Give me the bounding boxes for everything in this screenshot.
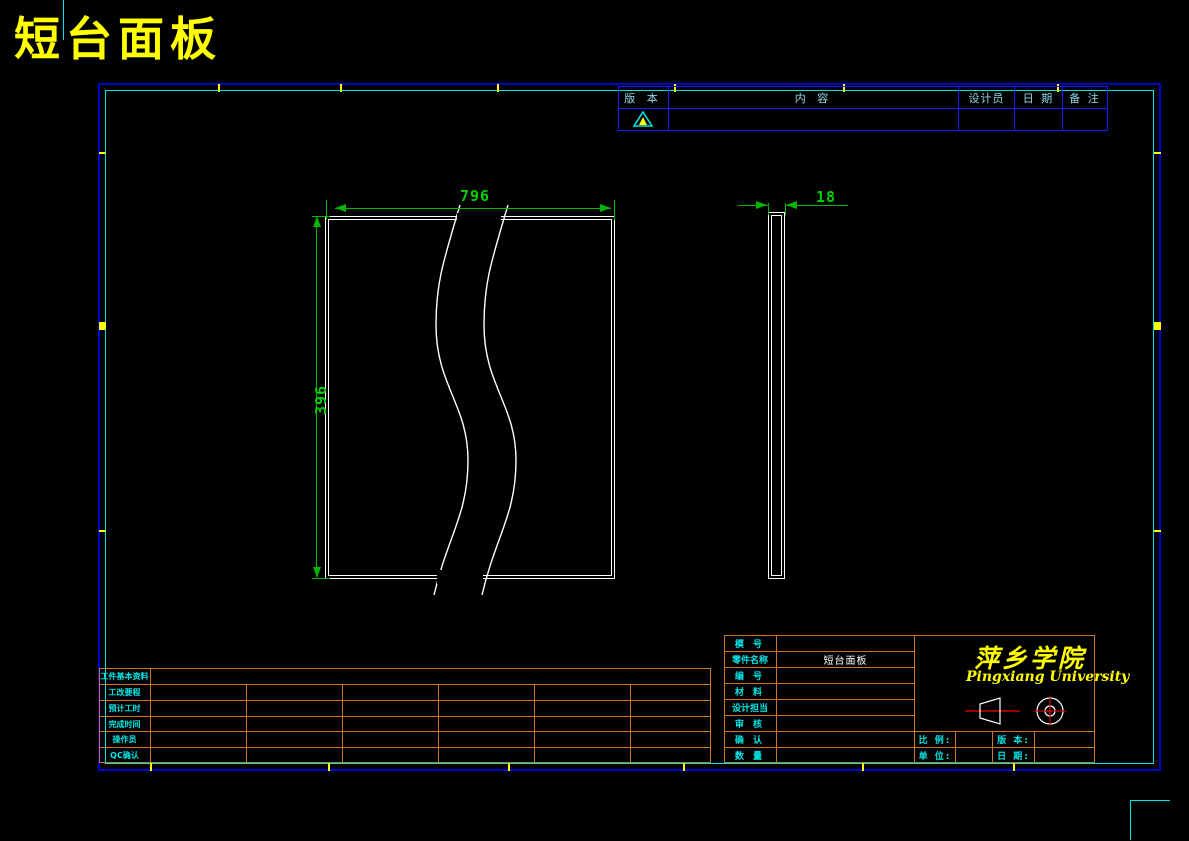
thickness-ext-line-right — [785, 203, 786, 215]
height-dim-arrow-bottom — [313, 567, 321, 578]
height-dim-arrow-top — [313, 216, 321, 227]
registration-tick — [1013, 763, 1015, 771]
page-title: 短台面板 — [14, 12, 222, 66]
revision-header-designer: 设计员 — [968, 91, 1005, 105]
title-field-value-designer — [777, 700, 914, 715]
revision-header-date: 日 期 — [1022, 91, 1055, 105]
title-field-value-part-name: 短台面板 — [823, 656, 868, 667]
title-field-label-unit: 单 位: — [918, 751, 952, 762]
title-field-label-quantity: 数 量 — [734, 751, 766, 762]
revision-header-version: 版 本 — [624, 91, 662, 105]
registration-tick — [328, 763, 330, 771]
title-field-label-date: 日 期: — [997, 751, 1030, 762]
break-gap-mask-bottom — [437, 570, 483, 584]
title-field-label-version: 版 本: — [997, 736, 1030, 746]
process-label-basic-info: 工件基本资料 — [100, 672, 149, 681]
registration-tick — [150, 763, 152, 771]
title-field-label-material: 材 料 — [734, 688, 766, 698]
registration-tick — [340, 84, 342, 92]
thickness-dimension-value: 18 — [816, 188, 837, 206]
title-field-label-part-name: 零件名称 — [731, 656, 768, 666]
title-field-value-version — [1035, 732, 1094, 747]
registration-tick — [218, 84, 220, 92]
width-dimension-line — [335, 208, 611, 209]
registration-tick — [683, 763, 685, 771]
third-angle-projection-icon — [962, 695, 1092, 727]
registration-tick — [99, 152, 106, 154]
registration-tick — [99, 322, 106, 330]
title-field-label-designer: 设计担当 — [731, 704, 768, 714]
registration-tick — [497, 84, 499, 92]
thickness-dim-line-right — [786, 205, 848, 206]
registration-tick — [99, 530, 106, 532]
revision-table: 版 本 内 容 设计员 日 期 备 注 — [618, 86, 1108, 131]
process-label-operator: 操作员 — [112, 735, 137, 744]
thickness-ext-line-left — [768, 203, 769, 215]
title-field-value-quantity — [777, 748, 914, 762]
break-line-curves — [433, 205, 517, 595]
height-dimension-line — [316, 219, 317, 577]
university-logo-en: Pingxiang University — [966, 669, 1130, 685]
thickness-dim-arrow-right — [786, 201, 797, 209]
title-field-value-scale — [956, 732, 992, 747]
sheet-border-inner — [105, 90, 1154, 764]
width-dim-arrow-left — [335, 204, 346, 212]
thickness-dim-line-left — [738, 205, 768, 206]
thickness-dim-arrow-left — [756, 201, 767, 209]
title-field-label-scale: 比 例: — [918, 736, 952, 746]
height-ext-line-bottom — [312, 578, 330, 579]
height-dimension-value: 396 — [312, 384, 330, 415]
side-view-outline — [768, 212, 785, 579]
process-label-qc-confirm: QC确认 — [110, 750, 139, 760]
corner-registration-mark — [1130, 800, 1170, 840]
title-field-value-unit — [956, 748, 992, 762]
break-gap-mask-top — [457, 213, 501, 225]
title-field-label-confirm: 确 认 — [734, 736, 766, 746]
side-view-inner-outline — [771, 215, 782, 576]
title-field-label-code: 编 号 — [734, 672, 766, 682]
registration-tick — [1154, 530, 1161, 532]
registration-tick — [508, 763, 510, 771]
revision-header-content: 内 容 — [794, 91, 833, 105]
width-dimension-value: 796 — [460, 187, 491, 205]
title-field-value-material — [777, 684, 914, 699]
process-table: 工件基本资料 工改要程 预计工时 完成时间 操作员 QC确认 — [99, 668, 711, 763]
registration-tick — [1154, 152, 1161, 154]
width-dim-arrow-right — [600, 204, 611, 212]
revision-header-remark: 备 注 — [1069, 91, 1101, 105]
width-ext-line-left — [326, 200, 327, 220]
registration-tick — [674, 84, 676, 92]
title-field-value-date — [1035, 748, 1094, 762]
revision-triangle-icon — [632, 110, 654, 127]
process-label-process: 工改要程 — [108, 688, 141, 697]
sheet-border-outer — [98, 83, 1161, 771]
height-ext-line-top — [312, 216, 330, 217]
title-field-value-code — [777, 668, 914, 683]
registration-tick — [843, 84, 845, 92]
university-logo-cn: 萍乡学院 — [974, 644, 1087, 673]
title-block: 模 号 零件名称 编 号 材 料 设计担当 审 核 确 认 数 量 短台面板 萍… — [724, 635, 1129, 763]
title-field-label-review: 审 核 — [734, 720, 766, 730]
title-field-value-confirm — [777, 732, 914, 747]
registration-tick — [862, 763, 864, 771]
title-field-value-mold-no — [777, 636, 914, 651]
title-crosshair-icon — [63, 0, 64, 40]
title-field-label-mold-no: 模 号 — [734, 640, 766, 650]
title-field-value-review — [777, 716, 914, 731]
registration-tick — [1057, 84, 1059, 92]
registration-tick — [1154, 322, 1161, 330]
process-label-finish-time: 完成时间 — [108, 719, 141, 729]
process-label-est-hours: 预计工时 — [108, 704, 141, 713]
width-ext-line-right — [614, 200, 615, 220]
